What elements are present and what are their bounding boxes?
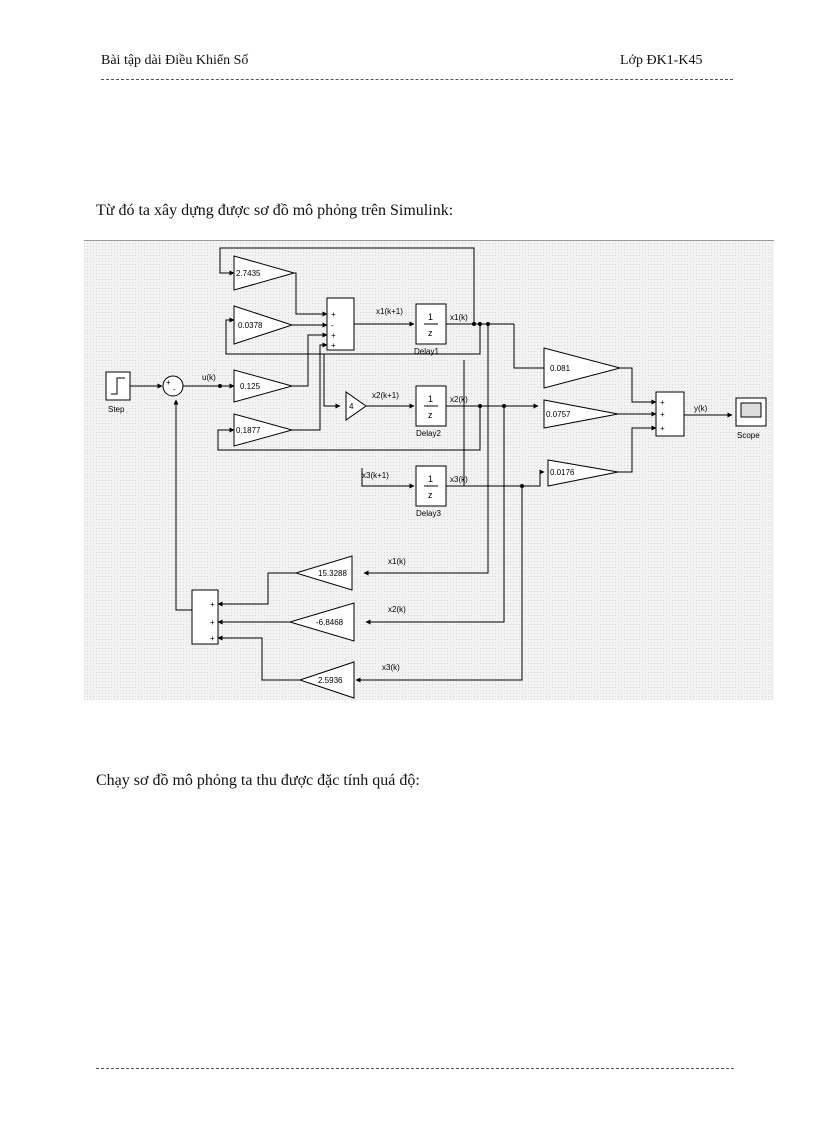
x3-feedback-label: x3(k) [382, 663, 400, 672]
svg-text:1: 1 [428, 394, 433, 404]
x3-next-label: x3(k+1) [362, 471, 389, 480]
svg-text:+: + [331, 341, 336, 350]
delay2-label: Delay2 [416, 429, 441, 438]
simulink-diagram: Step + - u(k) 2.7435 0.0378 0.125 0.1877… [84, 240, 774, 700]
delay3-label: Delay3 [416, 509, 441, 518]
svg-text:z: z [428, 328, 433, 338]
header-right: Lớp ĐK1-K45 [620, 53, 703, 68]
header-left: Bài tập dài Điều Khiển Số [101, 53, 249, 68]
svg-text:+: + [660, 398, 665, 407]
gain-0-0757-value: 0.0757 [546, 410, 571, 419]
svg-text:+: + [660, 424, 665, 433]
svg-text:z: z [428, 490, 433, 500]
header-divider [101, 79, 733, 80]
x1-label: x1(k) [450, 313, 468, 322]
svg-text:+: + [210, 634, 215, 643]
svg-text:+: + [210, 600, 215, 609]
svg-text:+: + [660, 410, 665, 419]
scope-block: Scope [735, 397, 767, 440]
gain-neg-6-8468-value: -6.8468 [316, 618, 344, 627]
gain-4 [345, 391, 367, 421]
svg-text:z: z [428, 410, 433, 420]
x2-feedback-label: x2(k) [388, 605, 406, 614]
gain-15-3288 [294, 555, 353, 591]
delay3-block: 1 z Delay3 [415, 465, 447, 518]
gain-2-5936-value: 2.5936 [318, 676, 343, 685]
x1-feedback-label: x1(k) [388, 557, 406, 566]
y-label: y(k) [694, 404, 708, 413]
gain-0-125 [233, 369, 294, 403]
footer-divider [96, 1068, 734, 1069]
delay2-block: 1 z Delay2 [415, 385, 447, 438]
delay1-label: Delay1 [414, 347, 439, 356]
result-paragraph: Chạy sơ đồ mô phỏng ta thu được đặc tính… [96, 772, 420, 789]
gain-4-value: 4 [349, 402, 354, 411]
svg-text:+: + [166, 378, 171, 387]
step-label: Step [108, 405, 125, 414]
gain-0-0176-value: 0.0176 [550, 468, 575, 477]
svg-text:-: - [331, 321, 334, 330]
x2-next-label: x2(k+1) [372, 391, 399, 400]
step-block: Step [105, 371, 131, 414]
gain-0-081 [543, 347, 622, 389]
gain-0-125-value: 0.125 [240, 382, 261, 391]
gain-15-3288-value: 15.3288 [318, 569, 347, 578]
gain-neg-6-8468 [288, 602, 355, 642]
delay1-block: 1 z Delay1 [414, 303, 447, 356]
state-sum-block [326, 297, 355, 351]
svg-text:+: + [331, 310, 336, 319]
feedback-sum-block [191, 589, 219, 645]
gain-0-1877 [233, 413, 294, 447]
svg-text:-: - [173, 385, 176, 394]
gain-0-081-value: 0.081 [550, 364, 571, 373]
gain-0-0378-value: 0.0378 [238, 321, 263, 330]
gain-0-0378 [233, 305, 294, 345]
gain-2-7435 [233, 255, 296, 291]
x2-label: x2(k) [450, 395, 468, 404]
svg-text:1: 1 [428, 312, 433, 322]
gain-0-0176 [547, 459, 619, 487]
intro-paragraph: Từ đó ta xây dựng được sơ đồ mô phỏng tr… [96, 202, 454, 219]
gain-0-0757 [543, 399, 619, 429]
gain-2-5936 [298, 661, 355, 699]
svg-text:+: + [210, 618, 215, 627]
gain-0-1877-value: 0.1877 [236, 426, 261, 435]
input-sum-junction: + - [162, 375, 184, 397]
svg-text:+: + [331, 331, 336, 340]
svg-text:1: 1 [428, 474, 433, 484]
scope-label: Scope [737, 431, 760, 440]
x1-next-label: x1(k+1) [376, 307, 403, 316]
x3-label: x3(k) [450, 475, 468, 484]
gain-2-7435-value: 2.7435 [236, 269, 261, 278]
output-sum-block [655, 391, 685, 437]
u-signal-label: u(k) [202, 373, 216, 382]
